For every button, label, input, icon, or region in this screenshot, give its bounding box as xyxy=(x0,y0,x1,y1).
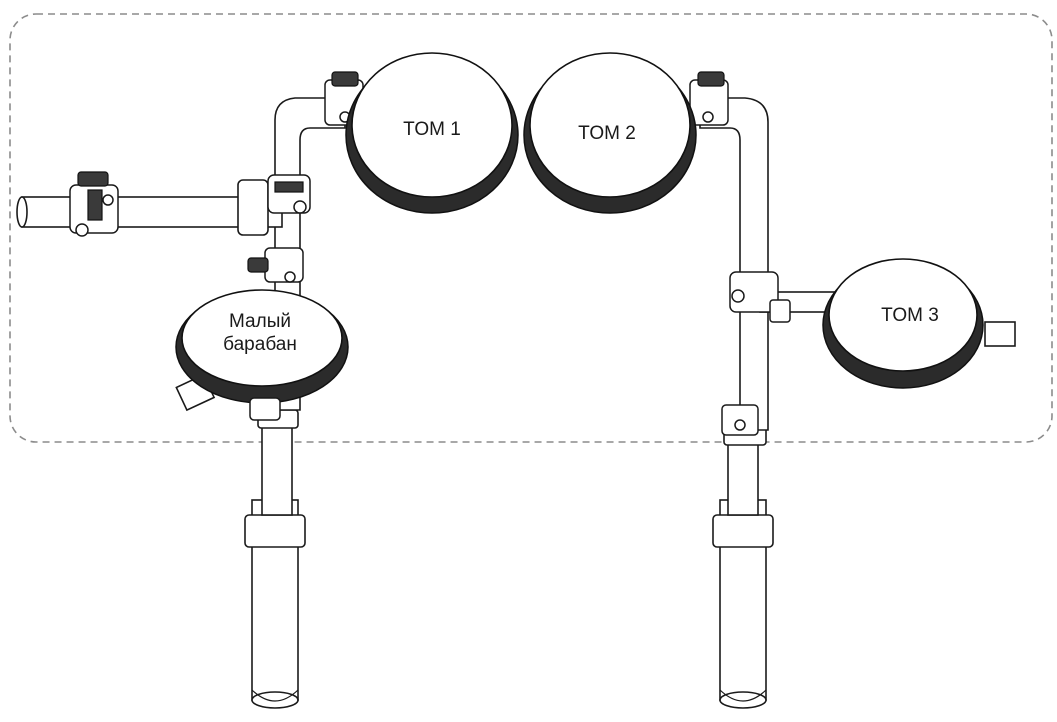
right-upright-pipe xyxy=(699,97,769,431)
left-stand-leg xyxy=(244,409,306,709)
snare-clamp xyxy=(247,247,304,283)
dashed-highlight-frame xyxy=(9,13,1053,443)
right-stand-leg xyxy=(712,424,774,709)
tom1-label: TOM 1 xyxy=(403,119,461,140)
tom2-label: TOM 2 xyxy=(578,123,636,144)
left-arm-clamp xyxy=(69,171,119,237)
tom3-arm xyxy=(729,271,841,323)
tom2-pad xyxy=(523,52,697,214)
left-horizontal-arm xyxy=(16,179,283,236)
tom3-pad xyxy=(822,258,1016,389)
left-cross-clamp xyxy=(267,174,311,214)
right-top-clamp xyxy=(689,71,729,126)
right-lower-clamp xyxy=(721,404,759,436)
snare-label: Малый барабан xyxy=(200,310,320,356)
snare-pad xyxy=(175,289,349,421)
snare-label-line1: Малый xyxy=(229,311,291,332)
snare-label-line2: барабан xyxy=(223,334,297,355)
tom1-pad xyxy=(345,52,519,214)
tom3-label: TOM 3 xyxy=(881,305,939,326)
